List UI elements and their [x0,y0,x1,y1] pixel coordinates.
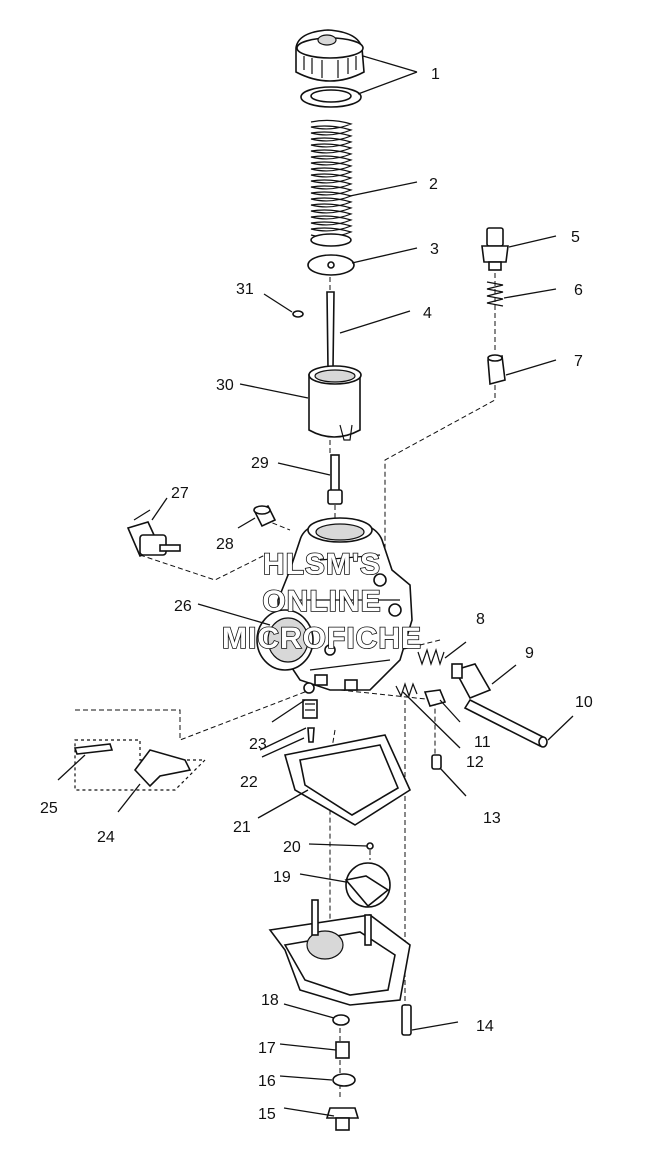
float-pin [366,842,374,850]
callout-22: 22 [240,774,258,791]
throttle-spring [310,119,353,247]
overflow-tube [73,743,114,755]
callout-27: 27 [171,485,189,502]
pilot-screw-spring [417,648,445,667]
callout-29: 29 [251,455,269,472]
carburetor-cap [295,29,365,108]
callout-5: 5 [571,229,580,246]
callout-7: 7 [574,353,583,370]
float-clip [133,749,192,788]
watermark-line-3: MICROFICHE [222,622,422,655]
callout-16: 16 [258,1073,276,1090]
callout-4: 4 [423,305,432,322]
drain-plug-o-ring [332,1073,356,1087]
drain-plug [325,1107,360,1131]
callout-11: 11 [474,734,491,751]
float [344,862,391,908]
main-jet [335,1041,350,1059]
choke-plunger [126,509,181,558]
callout-19: 19 [273,869,291,886]
e-clip [292,310,304,318]
float-bowl-gasket [283,734,412,826]
carburetor-body [256,517,413,691]
drain-screw [431,754,442,770]
watermark-line-1: HLSM'S [263,548,381,581]
leader-lines [57,55,574,1117]
callout-30: 30 [216,377,234,394]
float-bowl-screw [401,1004,412,1036]
carb-plug [253,504,277,528]
callout-28: 28 [216,536,234,553]
callout-18: 18 [261,992,279,1009]
callout-10: 10 [575,694,593,711]
callout-20: 20 [283,839,301,856]
callout-9: 9 [525,645,534,662]
callout-21: 21 [233,819,251,836]
callout-8: 8 [476,611,485,628]
pilot-air-screw [481,227,509,271]
watermark-line-2: ONLINE [262,585,381,618]
needle-jet [327,454,343,505]
pilot-screw [451,663,492,700]
needle-retainer-plate [307,254,355,276]
callout-6: 6 [574,282,583,299]
callout-17: 17 [258,1040,276,1057]
throttle-slide [308,365,362,441]
callout-14: 14 [476,1018,494,1035]
callout-labels: 1 2 3 4 5 6 7 8 9 10 11 12 13 14 15 16 1… [40,66,593,1123]
callout-31: 31 [236,281,254,298]
jet-needle [326,291,335,379]
callout-2: 2 [429,176,438,193]
float-bowl [268,899,411,1006]
assembly-lines [74,255,496,1100]
callout-12: 12 [466,754,484,771]
callout-15: 15 [258,1106,276,1123]
callout-1: 1 [431,66,440,83]
callout-23: 23 [249,736,267,753]
callout-24: 24 [97,829,115,846]
needle-valve [302,682,318,743]
fuel-fitting [423,689,447,707]
vent-tube [463,698,548,748]
callout-13: 13 [483,810,501,827]
callout-25: 25 [40,800,58,817]
callout-3: 3 [430,241,439,258]
callout-26: 26 [174,598,192,615]
air-screw-spring [486,281,504,307]
idle-screw-spring [395,682,418,698]
air-screw-cap [487,354,506,386]
watermark: HLSM'S ONLINE MICROFICHE [221,547,422,656]
main-jet-washer [332,1014,350,1026]
